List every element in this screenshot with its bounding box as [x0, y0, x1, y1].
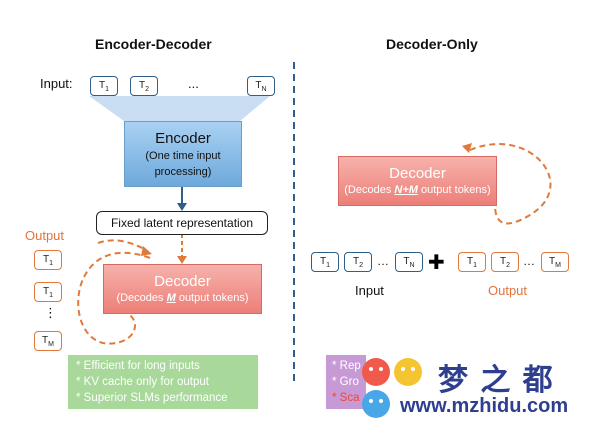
encoder-desc-2: processing) [154, 166, 212, 178]
plus-icon: ✚ [428, 252, 445, 274]
encoder-title: Encoder [155, 130, 211, 147]
decoder-only-benefits: * Rep * Gro * Sca [326, 355, 366, 409]
right-decoder-loop [469, 143, 552, 225]
latent-representation: Fixed latent representation [96, 211, 268, 235]
encoder-box: Encoder (One time input processing) [124, 121, 242, 187]
input-token-2: T2 [130, 76, 158, 96]
left-decoder-desc: (Decodes M output tokens) [116, 292, 249, 304]
right-input-token-1: T1 [311, 252, 339, 272]
decoder-only-title: Decoder-Only [386, 36, 478, 52]
encoder-arrowhead [177, 203, 187, 211]
right-decoder-box: Decoder (Decodes N+M output tokens) [338, 156, 497, 206]
left-decoder-box: Decoder (Decodes M output tokens) [103, 264, 262, 314]
right-input-token-2: T2 [344, 252, 372, 272]
left-decoder-title: Decoder [154, 273, 211, 290]
right-loop-arrowhead [462, 143, 472, 153]
right-decoder-title: Decoder [389, 165, 446, 182]
right-input-token-n: TN [395, 252, 423, 272]
watermark-url: www.mzhidu.com [400, 395, 569, 417]
latent-arrowhead [177, 256, 187, 264]
right-output-ellipsis: … [523, 254, 535, 268]
input-label: Input: [40, 76, 73, 91]
input-token-n: TN [247, 76, 275, 96]
benefit-3: * Superior SLMs performance [76, 392, 228, 404]
right-output-token-m: TM [541, 252, 569, 272]
encoder-decoder-title: Encoder-Decoder [95, 36, 212, 52]
right-output-token-2: T2 [491, 252, 519, 272]
right-output-label: Output [488, 283, 528, 298]
output-label: Output [25, 228, 65, 243]
watermark-logo-icon [362, 358, 422, 418]
decoder-benefit-2: * Gro [332, 376, 359, 388]
input-token-1: T1 [90, 76, 118, 96]
benefit-1: * Efficient for long inputs [76, 360, 200, 372]
right-input-ellipsis: … [377, 254, 389, 268]
encoder-desc-1: (One time input [145, 150, 221, 162]
output-token-1b: T1 [34, 282, 62, 302]
right-output-token-1: T1 [458, 252, 486, 272]
encoder-funnel [89, 96, 270, 121]
output-token-1a: T1 [34, 250, 62, 270]
right-input-label: Input [355, 283, 384, 298]
decoder-benefit-3: * Sca [332, 392, 360, 404]
left-decoder-loop-top [97, 239, 147, 251]
output-vdots: ⋮ [44, 305, 57, 320]
input-ellipsis: ... [188, 76, 199, 91]
output-token-m: TM [34, 331, 62, 351]
left-decoder-loop [77, 251, 151, 345]
benefit-2: * KV cache only for output [76, 376, 209, 388]
decoder-benefit-1: * Rep [332, 360, 361, 372]
encoder-decoder-benefits: * Efficient for long inputs * KV cache o… [68, 355, 258, 409]
left-loop-arrowhead [141, 246, 152, 256]
watermark-chinese: 梦 之 都 [438, 364, 555, 397]
right-decoder-desc: (Decodes N+M output tokens) [344, 184, 491, 196]
